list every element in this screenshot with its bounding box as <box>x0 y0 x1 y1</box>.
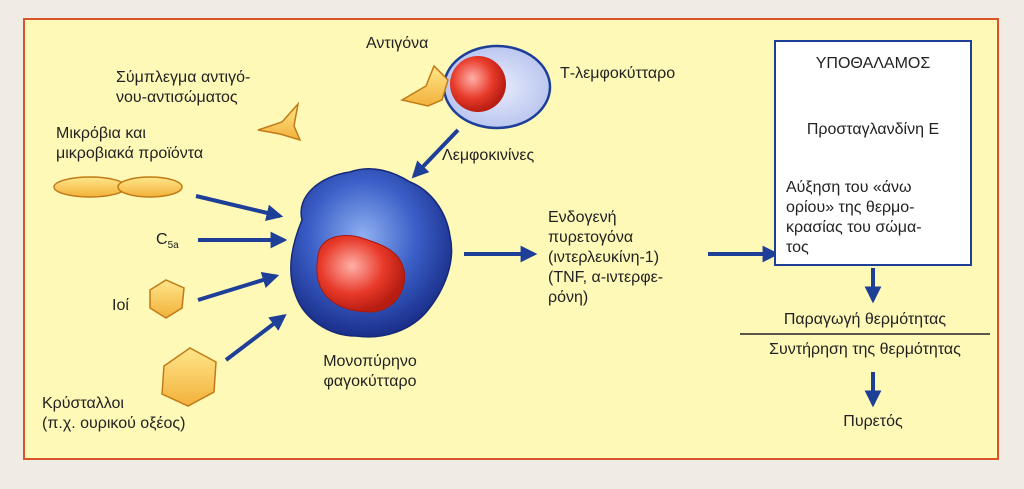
label-viruses: Ιοί <box>112 297 129 314</box>
label-pyrogens: Ενδογενή πυρετογόνα (ιντερλευκίνη-1) (TN… <box>548 209 664 306</box>
label-heat-conservation: Συντήρηση της θερμότητας <box>769 341 961 358</box>
c5a-main: C <box>156 231 168 248</box>
label-c5a: C5a <box>156 230 179 252</box>
label-phagocyte: Μονοπύρηνο φαγοκύτταρο <box>323 353 417 390</box>
arrow-microbes <box>195 194 284 222</box>
virus-hexagon <box>149 279 185 319</box>
label-crystals: Κρύσταλλοι (π.χ. ουρικού οξέος) <box>42 395 186 432</box>
crystal-hexagon <box>161 347 217 407</box>
t-lymphocyte <box>442 44 552 130</box>
arrow-viruses <box>197 271 280 302</box>
arrow-lymphokines <box>411 128 460 179</box>
label-immune-complex: Σύμπλεγμα αντιγό- νου-αντισώματος <box>116 69 251 106</box>
antigen-shape <box>399 64 449 107</box>
c5a-subscript: 5a <box>167 240 179 251</box>
microbes-shape <box>53 176 183 198</box>
label-lymphokines: Λεμφοκινίνες <box>442 147 535 164</box>
label-antigens: Αντιγόνα <box>366 35 429 52</box>
arrow-crystals <box>224 313 287 362</box>
label-hypothalamus: ΥΠΟΘΑΛΑΜΟΣ <box>815 55 931 72</box>
label-setpoint-increase: Αύξηση του «άνω ορίου» της θερμο- κρασία… <box>786 179 922 256</box>
label-t-lymphocyte: Τ-λεμφοκύτταρο <box>560 65 676 82</box>
label-fever: Πυρετός <box>843 413 903 430</box>
mononuclear-phagocyte <box>290 168 453 338</box>
immune-complex-shape <box>257 101 302 142</box>
label-heat-production: Παραγωγή θερμότητας <box>783 311 947 328</box>
hypothalamus-box <box>774 40 972 266</box>
label-prostaglandin: Προσταγλανδίνη Ε <box>806 121 940 138</box>
label-microbes: Μικρόβια και μικροβιακά προϊόντα <box>56 125 204 162</box>
